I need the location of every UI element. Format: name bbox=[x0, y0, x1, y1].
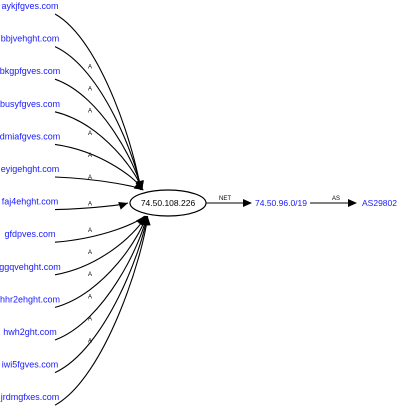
domain-edge-label: A bbox=[88, 131, 92, 137]
domain-node-label[interactable]: faj4ehght.com bbox=[2, 197, 59, 207]
domain-labels: aykjfgves.com bbjvehght.com bkgpfgves.com b… bbox=[0, 1, 61, 402]
domain-to-ip-edge bbox=[54, 215, 146, 243]
domain-edge-label: A bbox=[88, 250, 92, 256]
domain-to-ip-edge bbox=[54, 111, 143, 191]
domain-edge-label: A bbox=[88, 294, 92, 300]
domain-to-ip-edge bbox=[54, 46, 142, 191]
net-edge-label: NET bbox=[219, 196, 231, 202]
domain-edge-label: A bbox=[88, 109, 92, 115]
domain-node-label[interactable]: hwh2ght.com bbox=[3, 327, 57, 337]
domain-edge-label: A bbox=[88, 272, 92, 278]
domain-node-label[interactable]: bkgpfgves.com bbox=[0, 66, 60, 76]
domain-node-label[interactable]: ggqvehght.com bbox=[0, 262, 61, 272]
domain-to-ip-edge bbox=[54, 215, 149, 406]
net-edge-arrowhead bbox=[243, 199, 252, 207]
domain-to-ip-edge bbox=[54, 215, 147, 308]
net-node-label[interactable]: 74.50.96.0/19 bbox=[255, 198, 307, 208]
domain-edge-arrowhead bbox=[118, 202, 128, 210]
domain-node-label[interactable]: eyigehght.com bbox=[1, 164, 60, 174]
domain-node-label[interactable]: dmiafgves.com bbox=[0, 131, 60, 141]
domain-node-label[interactable]: busyfgves.com bbox=[0, 99, 60, 109]
domain-to-ip-edge bbox=[54, 215, 147, 341]
domain-node-label[interactable]: bbjvehght.com bbox=[1, 34, 60, 44]
domain-edge-label: A bbox=[88, 86, 92, 92]
domain-node-label[interactable]: gfdpves.com bbox=[4, 229, 55, 239]
domain-edge-label: A bbox=[88, 153, 92, 159]
domain-to-ip-edge bbox=[54, 176, 144, 191]
domain-node-label[interactable]: jrdmgfxes.com bbox=[0, 392, 59, 402]
domain-edge-label: A bbox=[88, 64, 92, 70]
domain-node-label[interactable]: hhr2ehght.com bbox=[0, 294, 60, 304]
domain-edges: A A A A A A A A A A A A A bbox=[54, 13, 151, 406]
domain-node-label[interactable]: aykjfgves.com bbox=[1, 1, 58, 11]
domain-edge-arrowhead bbox=[142, 216, 151, 226]
domain-edge-label: A bbox=[88, 316, 92, 322]
domain-edge-label: A bbox=[88, 201, 92, 207]
domain-edge-label: A bbox=[88, 175, 92, 181]
domain-edge-label: A bbox=[88, 228, 92, 234]
as-node-label[interactable]: AS29802 bbox=[362, 198, 397, 208]
domain-node-label[interactable]: iwi5fgves.com bbox=[2, 360, 59, 370]
domain-to-ip-edge bbox=[54, 78, 143, 191]
as-edge-arrowhead bbox=[348, 199, 357, 207]
ip-node-label: 74.50.108.226 bbox=[141, 198, 196, 208]
domain-edge-arrowhead bbox=[133, 181, 144, 190]
domain-to-ip-edge bbox=[54, 215, 148, 374]
domain-edge-label: A bbox=[88, 339, 92, 345]
as-edge-label: AS bbox=[332, 196, 340, 202]
